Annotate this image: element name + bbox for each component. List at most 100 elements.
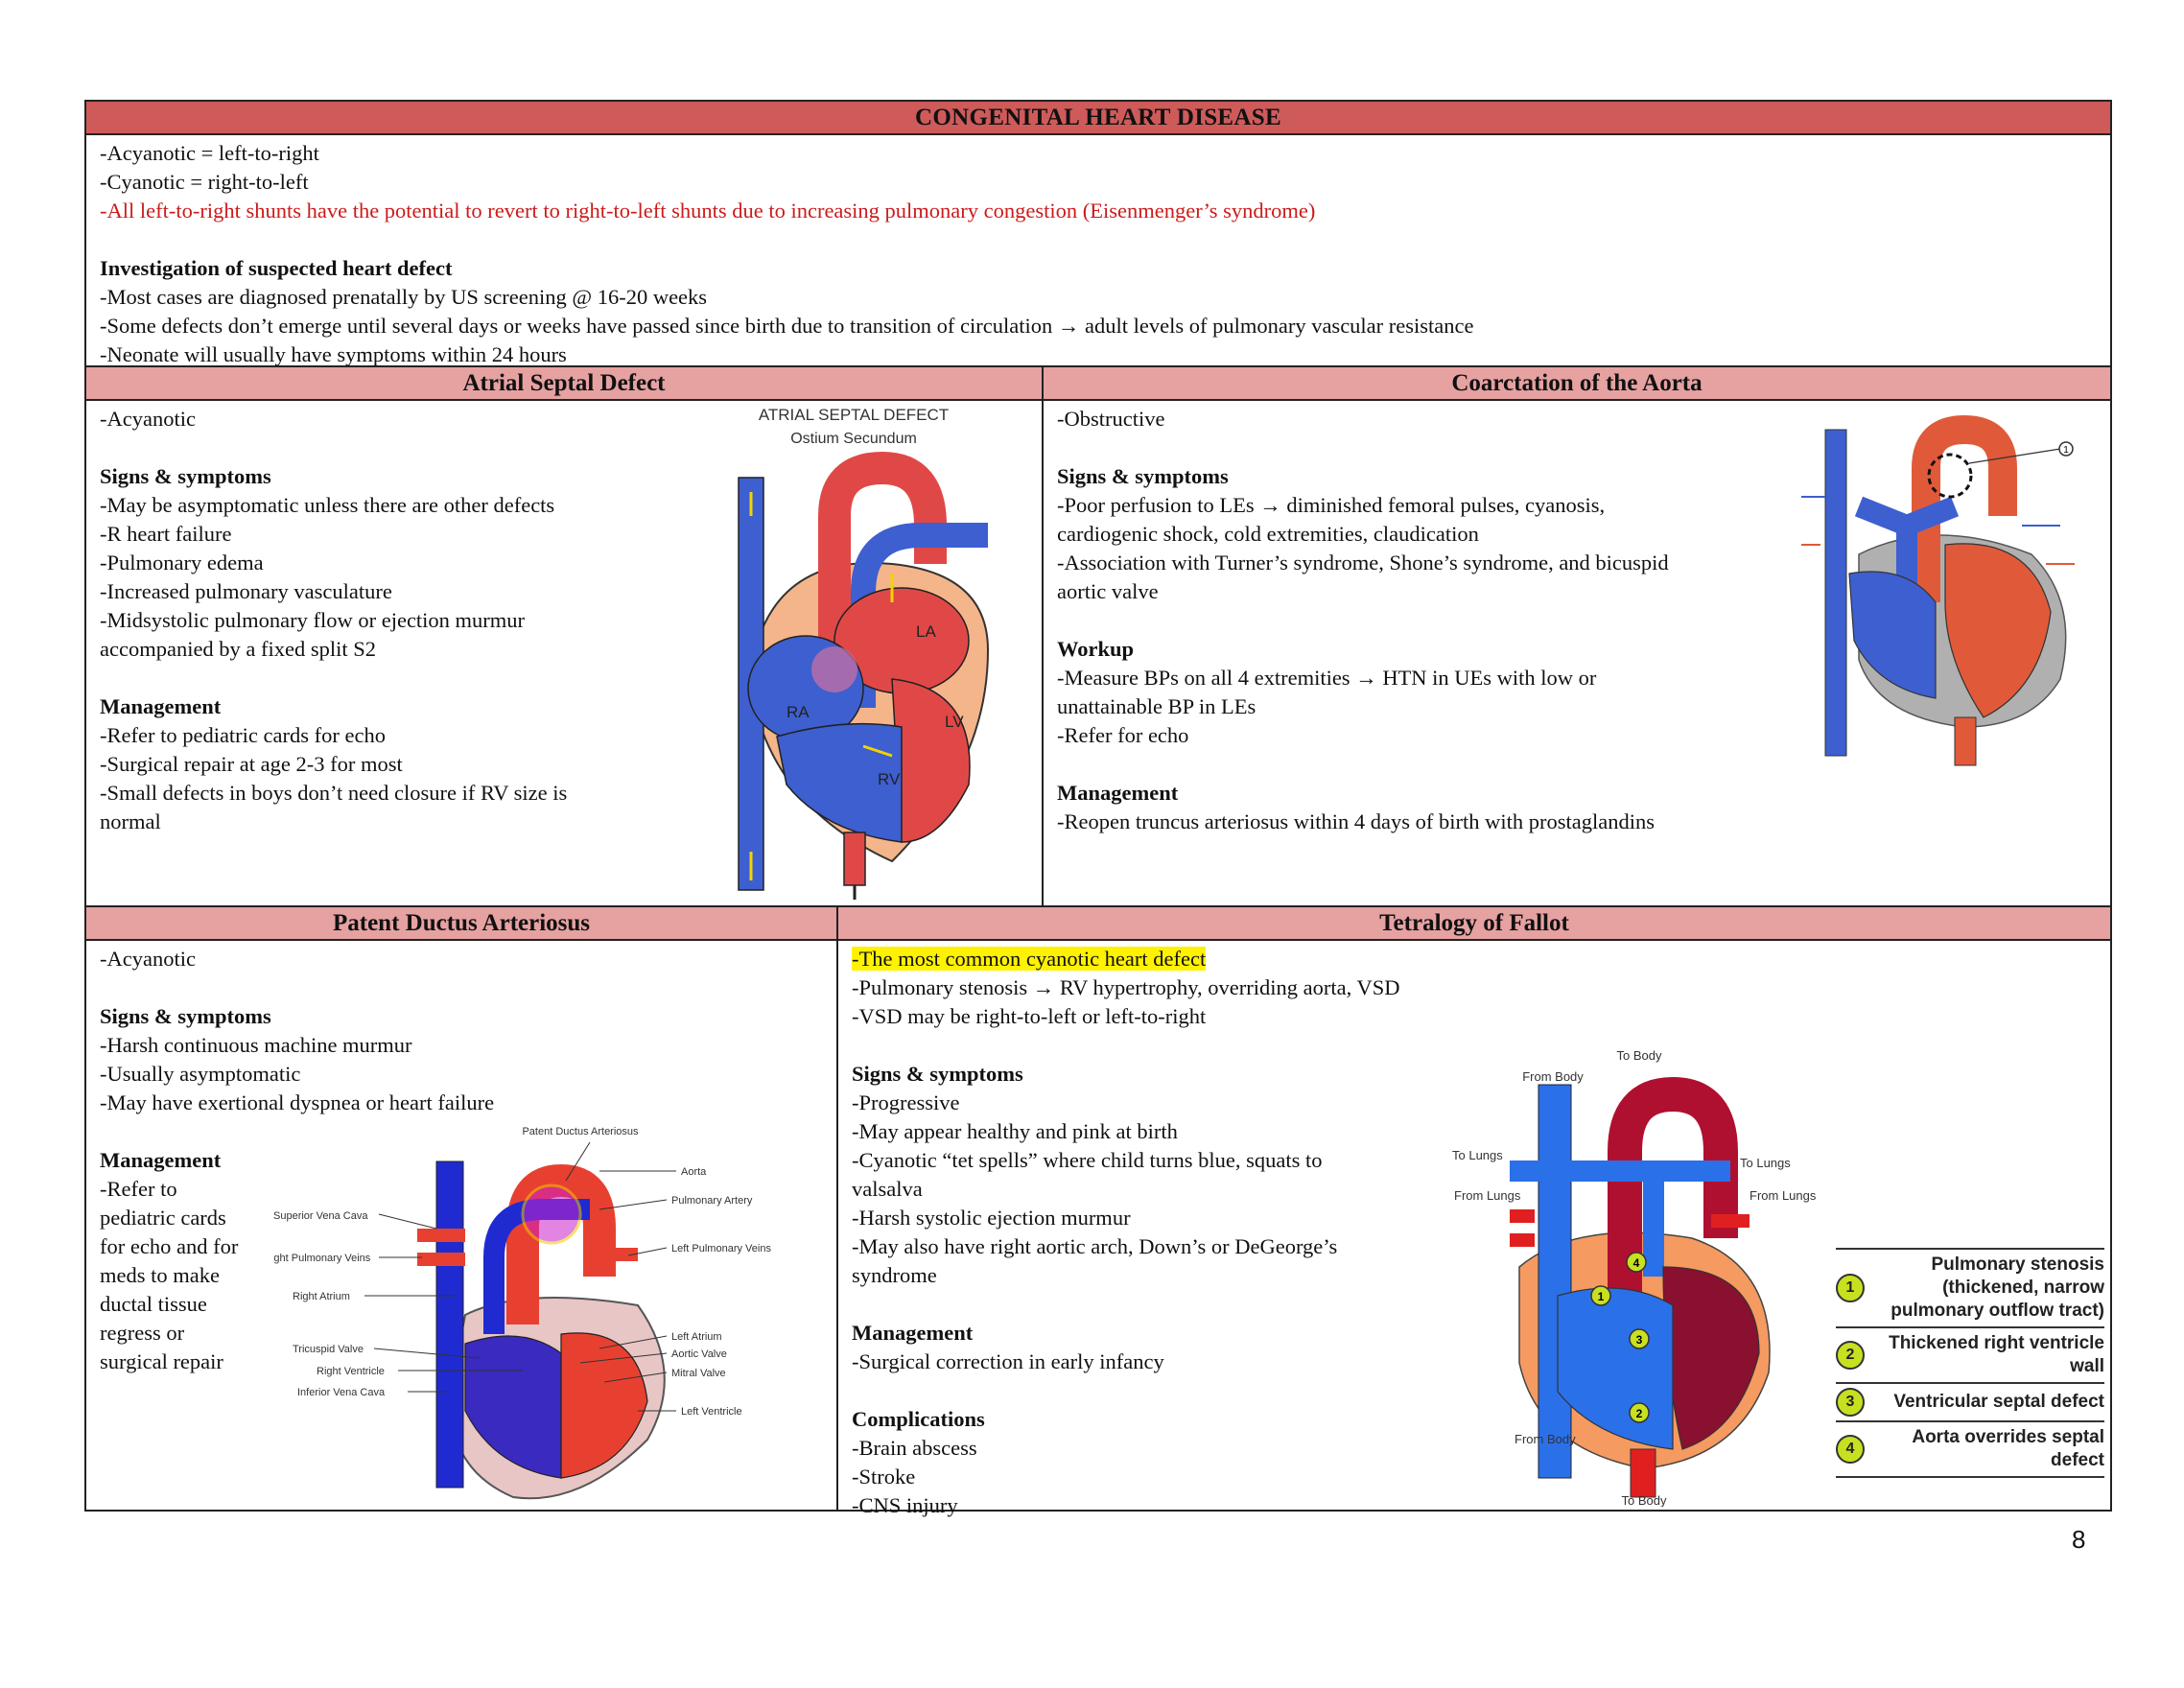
coa-body: -Obstructive Signs & symptoms -Poor perf…	[1044, 401, 2110, 905]
coa-sign: aortic valve	[1057, 579, 1159, 603]
pda-heart-diagram: Patent Ductus Arteriosus Aorta Pulmonary…	[273, 1126, 771, 1500]
page-title: CONGENITAL HEART DISEASE	[86, 102, 2110, 135]
pda-label-ra: Right Atrium	[293, 1291, 350, 1302]
pda-label-av: Aortic Valve	[671, 1348, 727, 1360]
tof-legend-item: 2 Thickened right ventricle wall	[1836, 1328, 2104, 1384]
tof-signs-heading: Signs & symptoms	[852, 1062, 1023, 1086]
tof-line: -Pulmonary stenosis → RV hypertrophy, ov…	[852, 975, 1400, 999]
pda-mgmt: meds to make	[100, 1263, 220, 1287]
pda-cell: Patent Ductus Arteriosus -Acyanotic Sign…	[86, 907, 836, 1510]
tof-legend-item: 3 Ventricular septal defect	[1836, 1384, 2104, 1422]
row-asd-coa: Atrial Septal Defect -Acyanotic Signs & …	[86, 367, 2110, 907]
page-number: 8	[2072, 1525, 2086, 1554]
investigation-heading: Investigation of suspected heart defect	[100, 256, 453, 280]
pda-sign: -Usually asymptomatic	[100, 1062, 301, 1086]
eisenmenger-note: -All left-to-right shunts have the poten…	[100, 199, 1316, 223]
asd-sign: -Midsystolic pulmonary flow or ejection …	[100, 608, 526, 632]
tof-legend-text: Aorta overrides septal defect	[1912, 1427, 2104, 1470]
asd-mgmt: normal	[100, 809, 161, 833]
pda-mgmt: for echo and for	[100, 1234, 239, 1258]
asd-mgmt: -Small defects in boys don’t need closur…	[100, 781, 568, 805]
tof-label-to-lungs-left: To Lungs	[1452, 1148, 1503, 1162]
asd-mgmt-heading: Management	[100, 694, 222, 718]
tof-heart-diagram: 1 2 3 4 To Body From Body To Lungs To Lu…	[1452, 1048, 1817, 1507]
tof-legend-text: Thickened right ventricle wall	[1889, 1333, 2104, 1376]
coa-sign: -Association with Turner’s syndrome, Sho…	[1057, 551, 1669, 574]
asd-diagram-subtitle: Ostium Secundum	[790, 431, 917, 447]
tof-comp: -Brain abscess	[852, 1436, 977, 1460]
tof-body: -The most common cyanotic heart defect -…	[838, 941, 2110, 1517]
pda-label-pda: Patent Ductus Arteriosus	[522, 1126, 639, 1137]
coa-signs-heading: Signs & symptoms	[1057, 464, 1229, 488]
pda-label-aorta: Aorta	[681, 1166, 707, 1178]
coa-workup: unattainable BP in LEs	[1057, 694, 1256, 718]
pda-label-ivc: Inferior Vena Cava	[297, 1387, 386, 1398]
pda-body: -Acyanotic Signs & symptoms -Harsh conti…	[86, 941, 836, 1510]
tof-legend-num: 2	[1836, 1341, 1865, 1370]
asd-mgmt: -Refer to pediatric cards for echo	[100, 723, 386, 747]
tof-legend-num: 1	[1836, 1274, 1865, 1302]
tof-sign: -Cyanotic “tet spells” where child turns…	[852, 1148, 1323, 1172]
tof-mgmt-heading: Management	[852, 1321, 974, 1345]
tof-line: -VSD may be right-to-left or left-to-rig…	[852, 1004, 1207, 1028]
tof-marker-1: 1	[1598, 1290, 1605, 1303]
pda-type: -Acyanotic	[100, 947, 196, 971]
pda-mgmt: -Refer to	[100, 1177, 177, 1201]
pda-mgmt: surgical repair	[100, 1349, 223, 1373]
tof-title: Tetralogy of Fallot	[838, 907, 2110, 941]
asd-heart-diagram: ATRIAL SEPTAL DEFECT Ostium Secundum	[738, 406, 990, 900]
pda-label-mv: Mitral Valve	[671, 1368, 726, 1379]
investigation-line: -Some defects don’t emerge until several…	[100, 314, 1474, 338]
asd-sign: -Increased pulmonary vasculature	[100, 579, 392, 603]
pda-mgmt-heading: Management	[100, 1148, 222, 1172]
pda-mgmt: pediatric cards	[100, 1206, 226, 1230]
coa-sign: -Poor perfusion to LEs → diminished femo…	[1057, 493, 1606, 517]
asd-label-rv: RV	[878, 770, 901, 788]
tof-marker-4: 4	[1633, 1256, 1640, 1270]
coa-workup: -Measure BPs on all 4 extremities → HTN …	[1057, 666, 1597, 690]
pda-sign: -Harsh continuous machine murmur	[100, 1033, 412, 1057]
asd-title: Atrial Septal Defect	[86, 367, 1042, 401]
asd-sign: -May be asymptomatic unless there are ot…	[100, 493, 555, 517]
tof-sign: -May appear healthy and pink at birth	[852, 1119, 1178, 1143]
row-pda-tof: Patent Ductus Arteriosus -Acyanotic Sign…	[86, 907, 2110, 1517]
pda-label-tv: Tricuspid Valve	[293, 1344, 364, 1355]
investigation-line: -Most cases are diagnosed prenatally by …	[100, 285, 708, 309]
pda-label-rv: Right Ventricle	[317, 1366, 385, 1377]
coa-type: -Obstructive	[1057, 407, 1165, 431]
congenital-heart-disease-table: CONGENITAL HEART DISEASE -Acyanotic = le…	[84, 100, 2112, 1517]
asd-cell: Atrial Septal Defect -Acyanotic Signs & …	[86, 367, 1042, 905]
tof-marker-2: 2	[1636, 1407, 1643, 1420]
asd-signs-heading: Signs & symptoms	[100, 464, 271, 488]
tof-comp-heading: Complications	[852, 1407, 985, 1431]
tof-label-to-lungs-right: To Lungs	[1740, 1156, 1791, 1170]
tof-sign: syndrome	[852, 1263, 937, 1287]
asd-label-ra: RA	[787, 703, 810, 721]
pda-mgmt: ductal tissue	[100, 1292, 207, 1316]
tof-comp: -Stroke	[852, 1465, 916, 1489]
tof-legend-item: 4 Aorta overrides septal defect	[1836, 1422, 2104, 1478]
coa-workup-heading: Workup	[1057, 637, 1135, 661]
pda-label-pa: Pulmonary Artery	[671, 1195, 753, 1207]
tof-label-to-body-top: To Body	[1617, 1048, 1662, 1063]
coa-workup: -Refer for echo	[1057, 723, 1189, 747]
intro-line: -Acyanotic = left-to-right	[100, 141, 319, 165]
asd-mgmt: -Surgical repair at age 2-3 for most	[100, 752, 403, 776]
tof-label-from-body-bottom: From Body	[1515, 1432, 1576, 1446]
pda-title: Patent Ductus Arteriosus	[86, 907, 836, 941]
asd-label-lv: LV	[945, 713, 964, 731]
tof-marker-3: 3	[1636, 1333, 1643, 1347]
tof-label-to-body-bottom: To Body	[1622, 1493, 1667, 1507]
tof-legend-text: Ventricular septal defect	[1893, 1392, 2104, 1412]
coa-heart-diagram: 1	[1801, 414, 2075, 766]
document-page: CONGENITAL HEART DISEASE -Acyanotic = le…	[84, 100, 2112, 1517]
tof-legend-item: 1 Pulmonary stenosis (thickened, narrow …	[1836, 1248, 2104, 1328]
tof-sign: -Progressive	[852, 1090, 960, 1114]
intro-section: -Acyanotic = left-to-right -Cyanotic = r…	[86, 135, 2110, 367]
pda-label-lpv: Left Pulmonary Veins	[671, 1243, 771, 1254]
coa-mgmt-heading: Management	[1057, 781, 1179, 805]
pda-signs-heading: Signs & symptoms	[100, 1004, 271, 1028]
tof-legend-num: 3	[1836, 1388, 1865, 1417]
pda-label-rpv: Right Pulmonary Veins	[273, 1253, 371, 1264]
intro-line: -Cyanotic = right-to-left	[100, 170, 309, 194]
